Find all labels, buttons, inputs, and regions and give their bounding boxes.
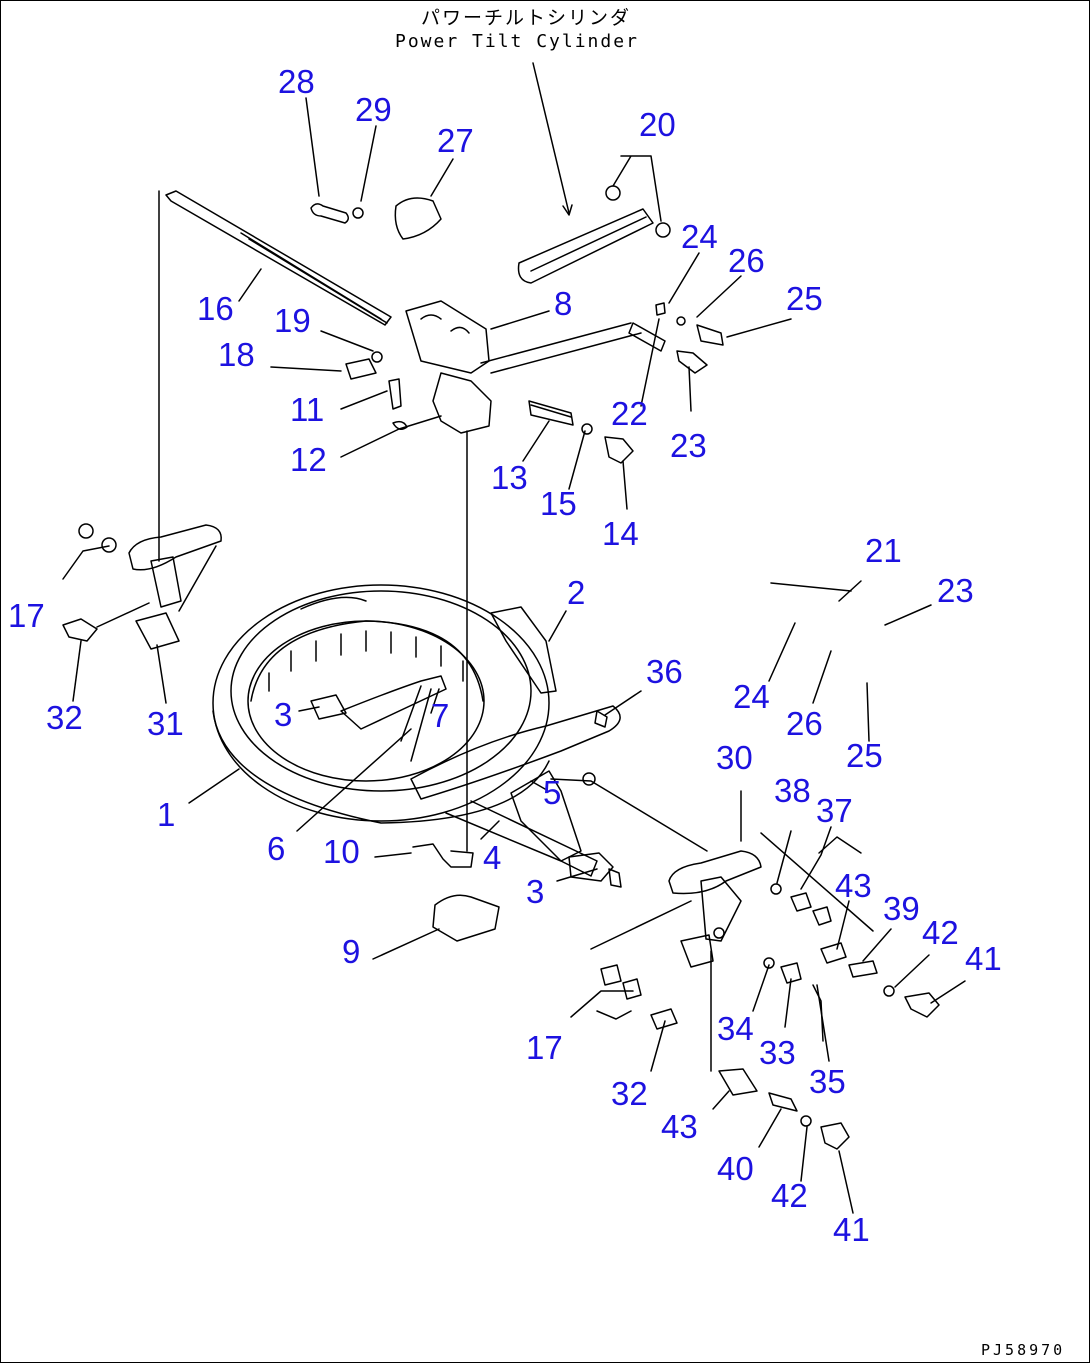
callout-18: 18 — [218, 336, 255, 373]
callout-10: 10 — [323, 833, 360, 870]
callout-38: 38 — [774, 772, 811, 809]
left-bracket-assembly — [62, 523, 222, 650]
callout-25: 25 — [786, 280, 823, 317]
callout-13: 13 — [491, 459, 528, 496]
callout-3-lower: 3 — [526, 873, 545, 910]
leader-lines — [62, 97, 966, 1214]
callout-7: 7 — [431, 697, 450, 734]
lower-linkage — [310, 675, 708, 942]
diagram-title-english: Power Tilt Cylinder — [395, 31, 639, 52]
callout-29: 29 — [355, 91, 392, 128]
callout-6: 6 — [267, 830, 286, 867]
callout-42-lower: 42 — [771, 1177, 808, 1214]
callout-15: 15 — [540, 485, 577, 522]
callout-39: 39 — [883, 890, 920, 927]
callout-30: 30 — [716, 739, 753, 776]
callout-21: 21 — [865, 532, 902, 569]
upper-rod-assembly — [165, 185, 724, 464]
title-leader-arrow — [532, 62, 573, 216]
callout-32-right: 32 — [611, 1075, 648, 1112]
callout-4: 4 — [483, 839, 502, 876]
callout-43-upper: 43 — [835, 867, 872, 904]
callout-26-right: 26 — [786, 705, 823, 742]
document-code: PJ58970 — [981, 1341, 1066, 1359]
callout-33: 33 — [759, 1034, 796, 1071]
callout-8: 8 — [554, 285, 573, 322]
callout-35: 35 — [809, 1063, 846, 1100]
callout-36: 36 — [646, 653, 683, 690]
callout-31: 31 — [147, 705, 184, 742]
callout-28: 28 — [278, 63, 315, 100]
callout-19: 19 — [274, 302, 311, 339]
callout-43-lower: 43 — [661, 1108, 698, 1145]
callout-42-upper: 42 — [922, 914, 959, 951]
callout-37: 37 — [816, 792, 853, 829]
callout-23-right: 23 — [937, 572, 974, 609]
callout-14: 14 — [602, 515, 639, 552]
callout-5: 5 — [543, 774, 562, 811]
callout-24: 24 — [681, 218, 718, 255]
steering-ring-frame — [212, 584, 557, 824]
callout-22: 22 — [611, 395, 648, 432]
callout-11: 11 — [290, 391, 325, 428]
callout-41-upper: 41 — [965, 940, 1002, 977]
callout-41-lower: 41 — [833, 1211, 870, 1248]
callout-23-upper: 23 — [670, 427, 707, 464]
right-bracket-assembly — [590, 832, 940, 1150]
callout-2: 2 — [567, 574, 586, 611]
callout-24-right: 24 — [733, 678, 770, 715]
callout-40: 40 — [717, 1150, 754, 1187]
callout-32-left: 32 — [46, 699, 83, 736]
alignment-lines — [158, 190, 712, 1072]
callout-34: 34 — [717, 1010, 754, 1047]
callout-25-right: 25 — [846, 737, 883, 774]
callout-9: 9 — [342, 933, 361, 970]
callout-17-right: 17 — [526, 1029, 563, 1066]
callout-26: 26 — [728, 242, 765, 279]
diagram-title-japanese: パワーチルトシリンダ — [421, 7, 632, 29]
callout-20: 20 — [639, 106, 676, 143]
callout-12: 12 — [290, 441, 327, 478]
callout-3-upper: 3 — [274, 696, 293, 733]
callout-1: 1 — [157, 796, 176, 833]
callout-16: 16 — [197, 290, 234, 327]
callout-17-left: 17 — [8, 597, 45, 634]
callout-27: 27 — [437, 122, 474, 159]
